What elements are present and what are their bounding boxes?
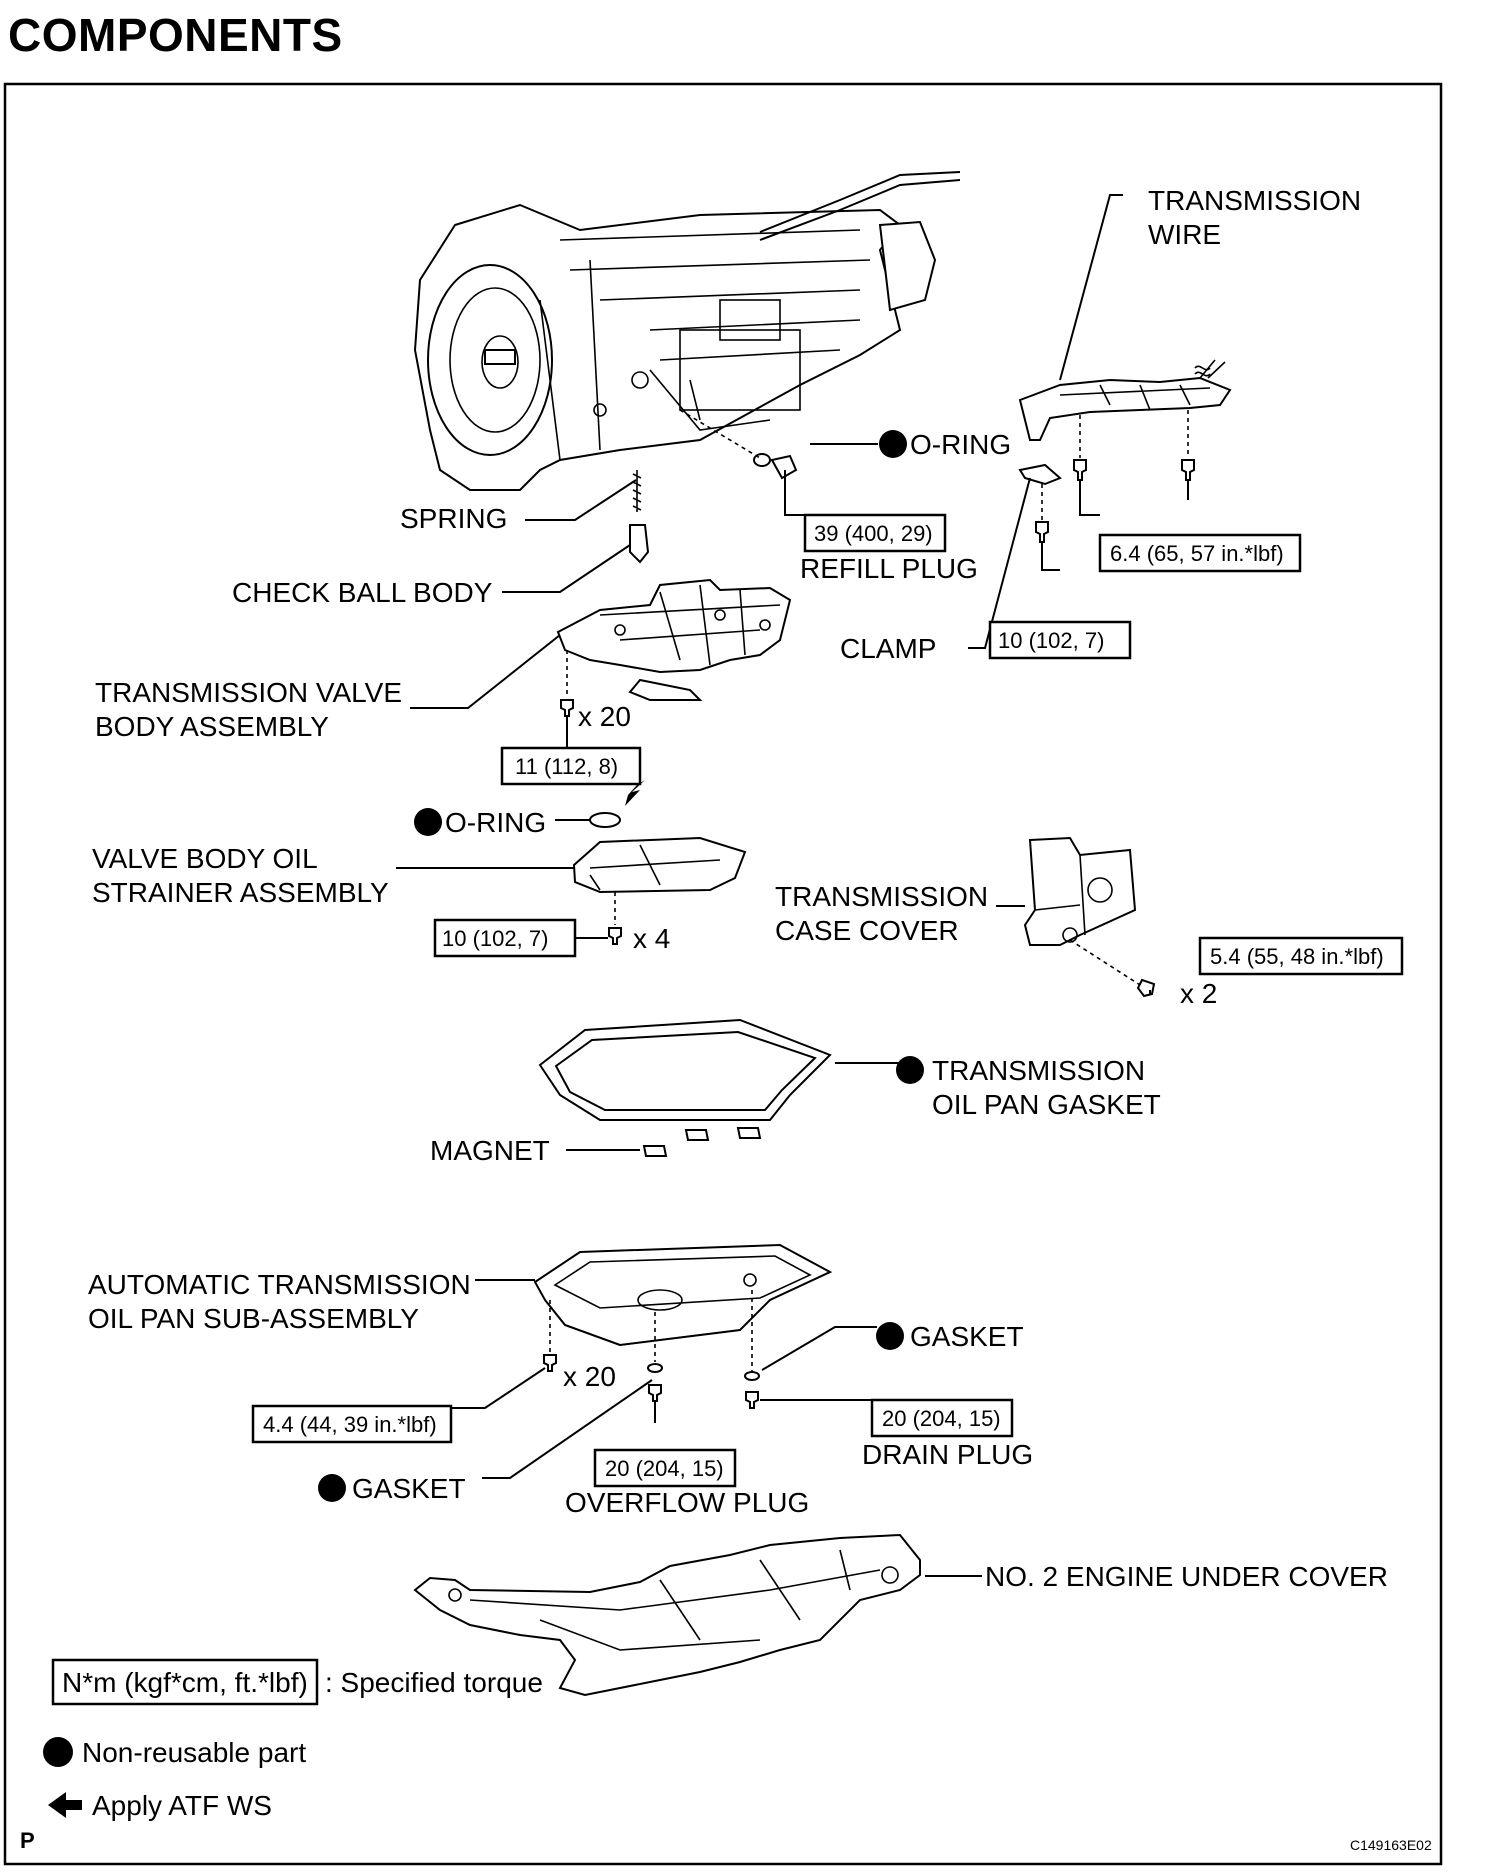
label-drain-plug: DRAIN PLUG (862, 1439, 1033, 1470)
spring-illustration (632, 470, 642, 512)
torque-box-drain-plug (870, 1398, 1014, 1438)
label-transmission-wire-2: WIRE (1148, 219, 1221, 250)
non-reusable-bullet-icon (879, 430, 907, 458)
drain-gasket-illustration (744, 1371, 760, 1381)
label-case-cover-1: TRANSMISSION (775, 881, 988, 912)
legend-torque-units: N*m (kgf*cm, ft.*lbf) (62, 1667, 308, 1698)
part-labels: TRANSMISSION WIRE O-RING SPRING 39 (400,… (88, 185, 1404, 1592)
torque-clamp-bolt: 10 (102, 7) (998, 628, 1104, 653)
apply-atf-arrow-icon (625, 780, 645, 806)
torque-drain-plug: 20 (204, 15) (882, 1406, 1001, 1431)
qty-valve-body-bolts: x 20 (578, 701, 631, 732)
torque-box-strainer (433, 918, 577, 958)
o-ring-mid-illustration (589, 812, 621, 828)
overflow-gasket-illustration (647, 1363, 663, 1373)
valve-body-bolt-illustration (560, 699, 574, 717)
torque-box-refill-plug (803, 513, 947, 553)
torque-valve-body-bolts: 11 (112, 8) (515, 754, 618, 779)
non-reusable-bullet-icon (896, 1056, 924, 1084)
torque-overflow-plug: 20 (204, 15) (605, 1456, 724, 1481)
case-cover-bolt-illustration (1136, 978, 1156, 998)
qty-strainer-bolts: x 4 (633, 923, 670, 954)
transmission-case-cover-illustration (1023, 836, 1137, 946)
legend-non-reusable: Non-reusable part (82, 1737, 306, 1768)
page-title: COMPONENTS (8, 9, 343, 61)
engine-under-cover-illustration (413, 1533, 921, 1697)
label-oil-pan-2: OIL PAN SUB-ASSEMBLY (88, 1303, 419, 1334)
label-oil-pan-gasket-1: TRANSMISSION (932, 1055, 1145, 1086)
magnet-illustration (642, 1145, 668, 1157)
diagram-frame (3, 82, 1443, 1866)
clamp-illustration (1018, 463, 1062, 486)
label-valve-body-assembly-2: BODY ASSEMBLY (95, 711, 329, 742)
apply-atf-arrow-icon (48, 1792, 82, 1818)
non-reusable-bullet-icon (43, 1737, 73, 1767)
label-spring: SPRING (400, 503, 507, 534)
label-magnet: MAGNET (430, 1135, 550, 1166)
legend-apply-atf: Apply ATF WS (92, 1790, 272, 1821)
torque-box-clamp-bolt (988, 620, 1132, 660)
torque-oil-pan-bolts: 4.4 (44, 39 in.*lbf) (263, 1412, 437, 1437)
label-case-cover-2: CASE COVER (775, 915, 959, 946)
leader-lines (396, 194, 1189, 1577)
torque-refill-plug: 39 (400, 29) (814, 521, 933, 546)
check-ball-body-illustration (629, 524, 650, 564)
overflow-plug-illustration (648, 1384, 662, 1402)
transmission-wire-illustration (1018, 359, 1232, 441)
oil-pan-illustration (533, 1243, 833, 1347)
label-valve-body-assembly-1: TRANSMISSION VALVE (95, 677, 402, 708)
figure-code: C149163E02 (1350, 1837, 1432, 1853)
torque-box-overflow-plug (593, 1448, 737, 1488)
label-clamp: CLAMP (840, 633, 936, 664)
label-transmission-wire-1: TRANSMISSION (1148, 185, 1361, 216)
valve-body-illustration (556, 578, 792, 701)
label-oil-pan-gasket-2: OIL PAN GASKET (932, 1089, 1161, 1120)
label-o-ring-top: O-RING (910, 429, 1011, 460)
label-strainer-2: STRAINER ASSEMBLY (92, 877, 389, 908)
qty-case-cover-bolts: x 2 (1180, 978, 1217, 1009)
qty-oil-pan-bolts: x 20 (563, 1361, 616, 1392)
torque-box-wire-bolt (1098, 533, 1302, 573)
torque-box-case-cover (1198, 936, 1404, 976)
label-o-ring-mid: O-RING (445, 807, 546, 838)
label-gasket-drain: GASKET (910, 1321, 1024, 1352)
refill-plug-illustration (770, 454, 798, 480)
torque-box-valve-body (500, 746, 642, 786)
legend-torque-box (51, 1658, 319, 1706)
label-gasket-overflow: GASKET (352, 1473, 466, 1504)
non-reusable-bullet-icon (318, 1474, 346, 1502)
wire-bolts-illustration (1035, 410, 1195, 543)
oil-pan-bolt-illustration (543, 1354, 557, 1372)
label-strainer-1: VALVE BODY OIL (92, 843, 318, 874)
label-oil-pan-1: AUTOMATIC TRANSMISSION (88, 1269, 471, 1300)
strainer-bolt-illustration (608, 927, 622, 945)
torque-wire-bolt: 6.4 (65, 57 in.*lbf) (1110, 541, 1284, 566)
label-engine-under-cover: NO. 2 ENGINE UNDER COVER (985, 1561, 1388, 1592)
drain-plug-illustration (745, 1391, 759, 1409)
label-refill-plug: REFILL PLUG (800, 553, 978, 584)
footer-left-mark: P (20, 1828, 35, 1853)
non-reusable-bullet-icon (414, 808, 442, 836)
valve-body-oil-strainer-illustration (572, 836, 747, 894)
non-reusable-bullet-icon (876, 1322, 904, 1350)
transmission-assembly-illustration (413, 171, 961, 491)
torque-case-cover-bolts: 5.4 (55, 48 in.*lbf) (1210, 944, 1384, 969)
torque-strainer-bolts: 10 (102, 7) (442, 926, 548, 951)
legend-torque-text: : Specified torque (325, 1667, 543, 1698)
label-overflow-plug: OVERFLOW PLUG (565, 1487, 809, 1518)
torque-box-oil-pan (251, 1404, 453, 1444)
label-check-ball-body: CHECK BALL BODY (232, 577, 493, 608)
legend: N*m (kgf*cm, ft.*lbf) : Specified torque… (43, 1658, 543, 1821)
